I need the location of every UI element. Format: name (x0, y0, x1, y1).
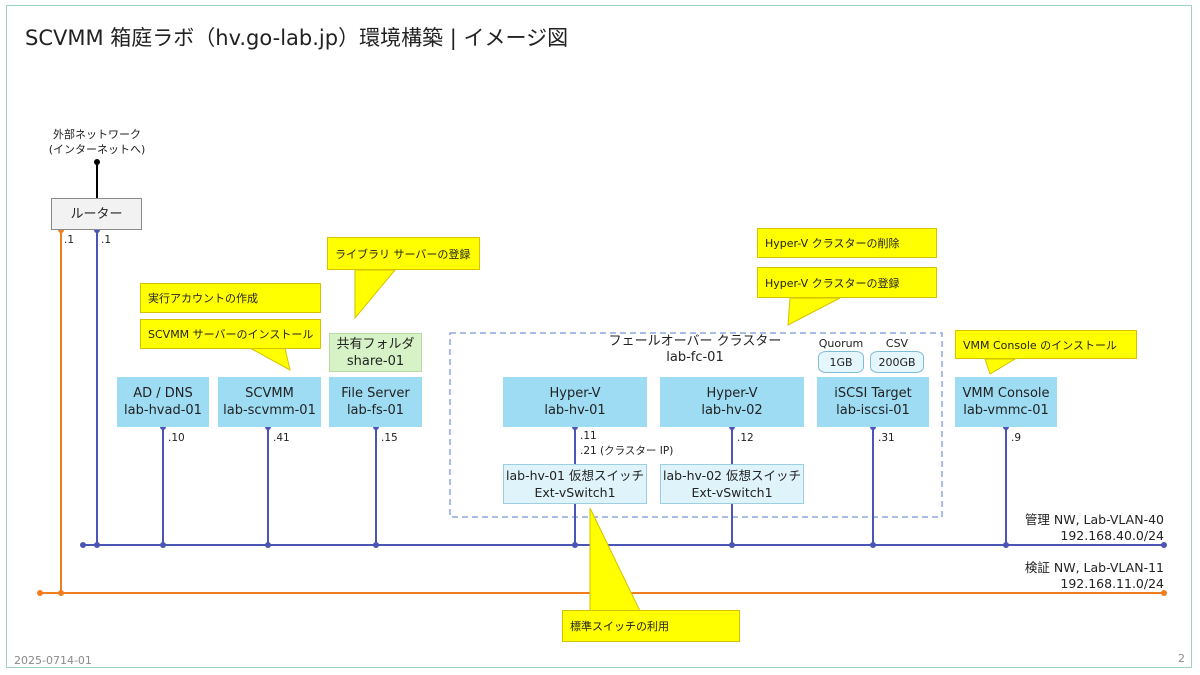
router-node[interactable]: ルーター (51, 198, 142, 230)
library-callout-pointer (354, 269, 397, 320)
standard-switch-callout: 標準スイッチの利用 (562, 610, 740, 642)
cluster-register-callout: Hyper-V クラスターの登録 (757, 267, 937, 298)
router-mgmt-ip: .1 (101, 234, 112, 246)
cluster-title: フェールオーバー クラスター lab-fc-01 (608, 334, 782, 365)
doc-id: 2025-0714-01 (14, 654, 92, 667)
console-callout-pointer (984, 358, 1017, 375)
vmm-console-install-callout: VMM Console のインストール (955, 330, 1137, 359)
external-node (94, 159, 100, 165)
vswitch-hv-02[interactable]: lab-hv-02 仮想スイッチ Ext-vSwitch1 (660, 464, 804, 504)
slide-frame (6, 5, 1192, 668)
hv1-cluster-ip: .21 (クラスター IP) (580, 445, 674, 457)
iscsi-ip: .31 (878, 432, 895, 444)
scvmm-ip: .41 (273, 432, 290, 444)
verify-router-node (58, 590, 64, 596)
runas-account-callout: 実行アカウントの作成 (140, 283, 321, 313)
quorum-disk: 1GB (818, 351, 864, 373)
hv2-ip: .12 (737, 432, 754, 444)
page-title: SCVMM 箱庭ラボ（hv.go-lab.jp）環境構築 | イメージ図 (25, 26, 569, 50)
fs-ip: .15 (381, 432, 398, 444)
vswitch-hv-01[interactable]: lab-hv-01 仮想スイッチ Ext-vSwitch1 (503, 464, 647, 504)
server-ad-dns[interactable]: AD / DNS lab-hvad-01 (117, 377, 209, 427)
mgmt-bus-start-node (80, 542, 86, 548)
cluster-delete-callout: Hyper-V クラスターの削除 (757, 228, 937, 258)
server-hyperv-02[interactable]: Hyper-V lab-hv-02 (660, 377, 804, 427)
mgmt-bus-end-node (1161, 542, 1167, 548)
page-number: 2 (1178, 652, 1185, 665)
scvmm-callout-pointer (249, 347, 291, 371)
mgmt-router-node (94, 542, 100, 548)
hv1-ip: .11 (580, 430, 597, 442)
csv-disk-title: CSV (885, 337, 909, 350)
cluster-border (449, 332, 943, 518)
cluster-callout-pointer (787, 297, 841, 326)
server-file[interactable]: File Server lab-fs-01 (329, 377, 422, 427)
server-scvmm[interactable]: SCVMM lab-scvmm-01 (218, 377, 321, 427)
server-vmm-console[interactable]: VMM Console lab-vmmc-01 (955, 377, 1057, 427)
ad-ip: .10 (168, 432, 185, 444)
vmmc-ip: .9 (1011, 432, 1022, 444)
mgmt-network-label: 管理 NW, Lab-VLAN-40 192.168.40.0/24 (1024, 512, 1164, 543)
verify-bus-end-node (1161, 590, 1167, 596)
verify-bus-start-node (37, 590, 43, 596)
library-server-callout: ライブラリ サーバーの登録 (327, 237, 480, 270)
quorum-disk-title: Quorum (818, 337, 864, 350)
csv-disk: 200GB (870, 351, 924, 373)
switch-callout-pointer (589, 507, 641, 612)
router-label: ルーター (70, 206, 123, 222)
verify-network-label: 検証 NW, Lab-VLAN-11 192.168.11.0/24 (1024, 560, 1164, 591)
external-network-label: 外部ネットワーク (インターネットへ) (48, 128, 146, 156)
router-verify-ip: .1 (64, 234, 75, 246)
share-folder[interactable]: 共有フォルダ share-01 (329, 333, 422, 372)
server-iscsi-target[interactable]: iSCSI Target lab-iscsi-01 (817, 377, 929, 427)
scvmm-install-callout: SCVMM サーバーのインストール (140, 319, 321, 349)
server-hyperv-01[interactable]: Hyper-V lab-hv-01 (503, 377, 647, 427)
